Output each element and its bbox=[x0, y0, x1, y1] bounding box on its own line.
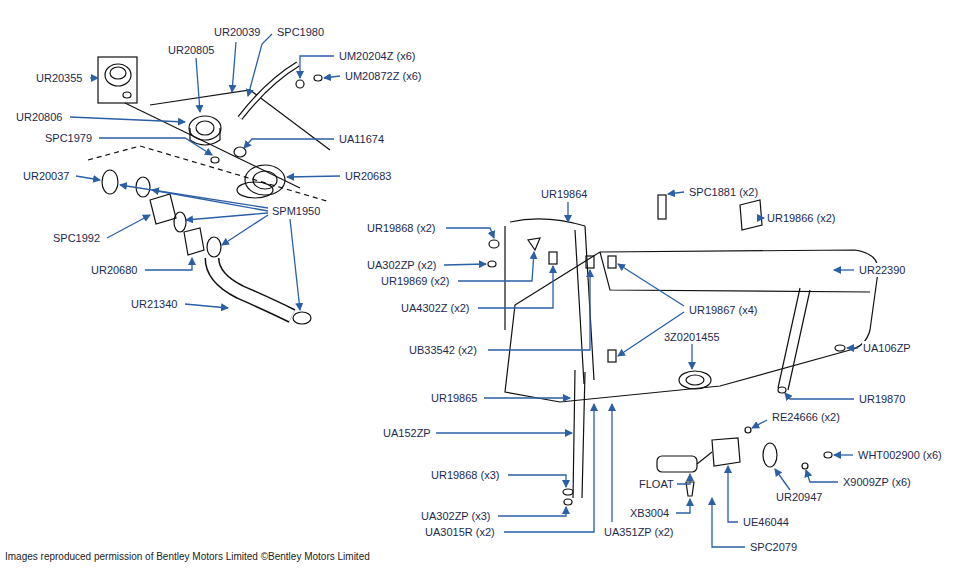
part-number: SPC1979 bbox=[44, 131, 93, 145]
part-number: UR20805 bbox=[167, 43, 215, 57]
part-number: UR20947 bbox=[775, 490, 823, 504]
part-number: UA302ZP (x2) bbox=[366, 258, 438, 272]
part-number: RE24666 (x2) bbox=[771, 410, 841, 424]
part-number: UA302ZP (x3) bbox=[420, 509, 492, 523]
filler-assembly-drawing bbox=[88, 57, 330, 324]
part-number: SPC2079 bbox=[749, 540, 798, 554]
part-number: UR20806 bbox=[15, 110, 63, 124]
leader-arrows bbox=[70, 34, 858, 547]
part-number: FLOAT bbox=[638, 477, 675, 491]
part-number: UR21340 bbox=[130, 297, 178, 311]
part-number: UA11674 bbox=[338, 132, 385, 146]
part-number: UR20683 bbox=[344, 169, 392, 183]
part-number: UR19864 bbox=[540, 187, 588, 201]
part-number: UE46044 bbox=[742, 515, 790, 529]
part-number: WHT002900 (x6) bbox=[857, 448, 943, 462]
part-number: XB3004 bbox=[629, 506, 670, 520]
part-number: SPM1950 bbox=[271, 204, 321, 218]
part-number: UR19869 (x2) bbox=[380, 274, 450, 288]
part-number: UR20037 bbox=[22, 169, 70, 183]
part-number: UR19866 (x2) bbox=[766, 211, 836, 225]
part-number: UR19870 bbox=[858, 392, 906, 406]
part-number: X9009ZP (x6) bbox=[842, 475, 912, 489]
credit-note: Images reproduced permission of Bentley … bbox=[4, 550, 371, 564]
fuel-tank-drawing bbox=[488, 195, 878, 505]
part-number: UA152ZP bbox=[382, 426, 432, 440]
part-number: UA3015R (x2) bbox=[424, 525, 496, 539]
part-number: UA106ZP bbox=[862, 341, 912, 355]
part-number: UR20355 bbox=[35, 71, 83, 85]
part-number: UR19865 bbox=[430, 391, 478, 405]
part-number: UA4302Z (x2) bbox=[400, 301, 470, 315]
part-number: SPC1881 (x2) bbox=[688, 185, 759, 199]
part-number: UR20039 bbox=[213, 25, 261, 39]
part-number: UM20872Z (x6) bbox=[344, 69, 422, 83]
part-number: UM20204Z (x6) bbox=[338, 49, 416, 63]
part-number: UR19867 (x4) bbox=[688, 303, 758, 317]
part-number: UR20680 bbox=[90, 263, 138, 277]
part-number: UB33542 (x2) bbox=[408, 343, 478, 357]
part-number: 3Z0201455 bbox=[663, 330, 721, 344]
part-number: UR19868 (x3) bbox=[430, 468, 500, 482]
part-number: UR22390 bbox=[858, 263, 906, 277]
part-number: SPC1992 bbox=[52, 231, 101, 245]
part-number: UA351ZP (x2) bbox=[603, 525, 675, 539]
part-number: SPC1980 bbox=[276, 25, 325, 39]
part-number: UR19868 (x2) bbox=[366, 221, 436, 235]
